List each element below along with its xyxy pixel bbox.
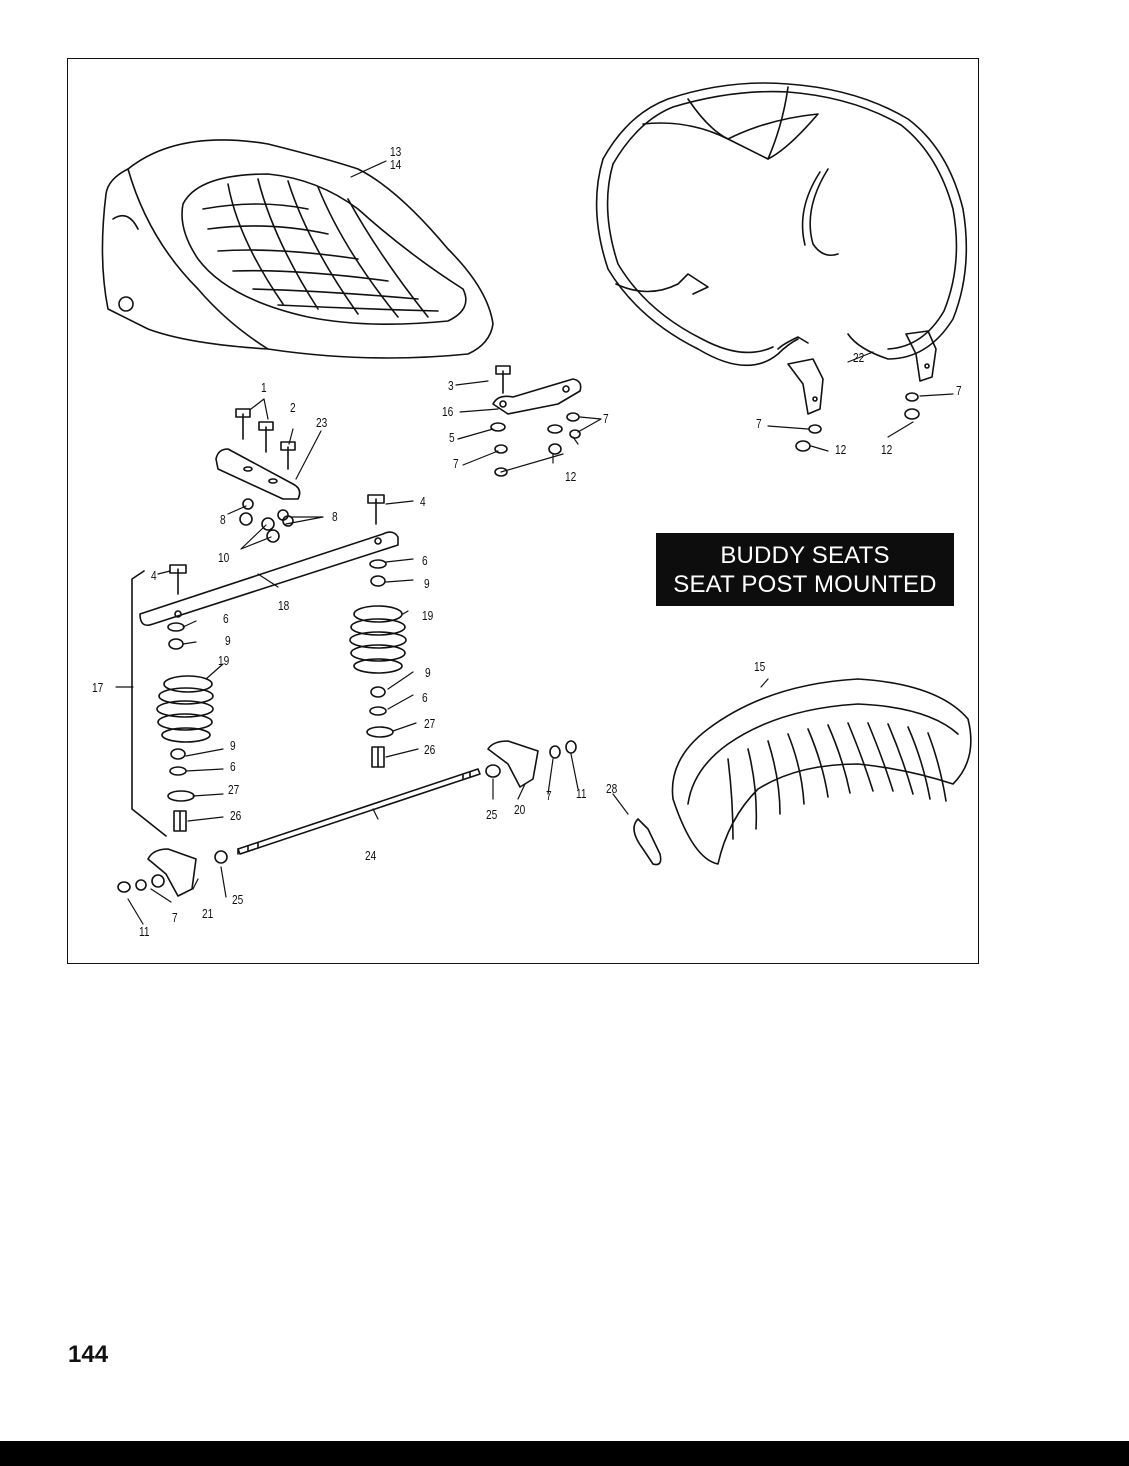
bottom-scan-border [0,1441,1129,1466]
hardware-8-10 [239,498,294,543]
solo-seat [101,139,494,359]
brackets-22 [787,330,937,452]
callout-12-b: 12 [835,442,847,457]
callout-5: 5 [449,430,455,445]
callout-11-a: 11 [139,924,150,939]
callout-6-c: 6 [422,690,428,705]
callout-7-b: 7 [603,411,609,426]
callout-6-a: 6 [422,553,428,568]
callout-22: 22 [853,350,865,365]
callout-19-b: 19 [422,608,434,623]
crossbar-18 [139,531,399,627]
bolt-4-right [367,494,385,525]
callout-16: 16 [442,404,454,419]
rod-24 [237,768,481,855]
callout-27-b: 27 [424,716,436,731]
spring-19-right [349,559,407,768]
callout-9-b: 9 [225,633,231,648]
diagram-title-box: BUDDY SEATS SEAT POST MOUNTED [656,533,954,606]
backrest-pad [671,678,972,865]
callout-15: 15 [754,659,766,674]
title-line-2: SEAT POST MOUNTED [673,570,937,598]
bracket-20 [485,740,577,788]
callout-21: 21 [202,906,214,921]
group-bracket-17 [131,570,167,837]
title-line-1: BUDDY SEATS [720,541,890,569]
callout-11-b: 11 [576,786,587,801]
backrest-frame [595,82,968,367]
bracket-23 [215,408,301,500]
callout-9-d: 9 [230,738,236,753]
callout-24: 24 [365,848,377,863]
spring-19-left [156,622,214,832]
bracket-16 [490,365,582,477]
callout-26-b: 26 [424,742,436,757]
callout-7-d: 7 [756,416,762,431]
callout-8-b: 8 [332,509,338,524]
callout-14: 14 [390,157,402,172]
callout-2: 2 [290,400,296,415]
callout-23: 23 [316,415,328,430]
page-number: 144 [68,1341,109,1368]
callout-26-a: 26 [230,808,242,823]
callout-17: 17 [92,680,104,695]
callout-6-d: 6 [230,759,236,774]
callout-7-c: 7 [956,383,962,398]
callout-7-a: 7 [453,456,459,471]
callout-10: 10 [218,550,230,565]
callout-12-c: 12 [881,442,893,457]
callout-6-b: 6 [223,611,229,626]
leader-lines [115,160,954,925]
callout-7-e: 7 [546,788,552,803]
callout-7-f: 7 [172,910,178,925]
callout-4-a: 4 [151,568,157,583]
callout-28: 28 [606,781,618,796]
callout-20: 20 [514,802,526,817]
callout-3: 3 [448,378,454,393]
callout-18: 18 [278,598,290,613]
clip-28 [633,818,662,866]
callout-1: 1 [261,380,267,395]
callout-9-a: 9 [424,576,430,591]
callout-13: 13 [390,144,402,159]
bolt-4-left [169,564,187,595]
exploded-parts-drawing [101,82,972,925]
callout-12-a: 12 [565,469,577,484]
callout-9-c: 9 [425,665,431,680]
parts-diagram-frame: BUDDY SEATS SEAT POST MOUNTED 13 14 1 2 … [67,58,979,964]
bracket-21 [117,848,228,897]
callout-8-a: 8 [220,512,226,527]
callout-4-b: 4 [420,494,426,509]
callout-25-a: 25 [232,892,244,907]
callout-27-a: 27 [228,782,240,797]
callout-25-b: 25 [486,807,498,822]
callout-19-a: 19 [218,653,230,668]
